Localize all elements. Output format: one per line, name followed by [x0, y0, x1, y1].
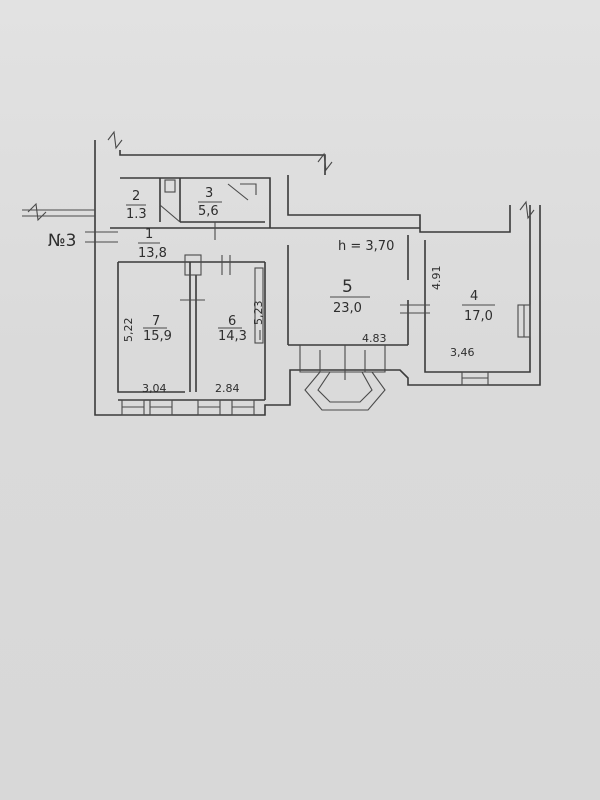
- room-7-height-dim: 5,22: [122, 318, 135, 343]
- room-3-number: 3: [205, 186, 213, 201]
- room-1-area: 13,8: [138, 246, 167, 261]
- room-5-number: 5: [342, 277, 353, 297]
- room-3-area: 5,6: [198, 204, 219, 219]
- door-marks: [159, 179, 430, 344]
- bay-window: [299, 345, 386, 411]
- outer-walls: [94, 140, 541, 416]
- room-4-height-dim: 4.91: [430, 266, 443, 291]
- room-7-area: 15,9: [143, 329, 172, 344]
- room-2-area: 1.3: [126, 207, 147, 222]
- room-6-width-dim: 2.84: [215, 382, 240, 395]
- room-labels: №3 1 13,8 2 1.3 3 5,6 4 17,0 5 23,0 6 14…: [48, 186, 495, 395]
- room-7-width-dim: 3,04: [142, 382, 167, 395]
- room-4-width-dim: 3,46: [450, 346, 475, 359]
- room-4-area: 17,0: [464, 309, 493, 324]
- room-5-width-dim: 4.83: [362, 332, 387, 345]
- room-5-area: 23,0: [333, 301, 362, 316]
- apartment-label: №3: [48, 231, 77, 251]
- ceiling-height: h = 3,70: [338, 239, 394, 254]
- room-6-height-dim: 5,23: [252, 301, 265, 326]
- room-7-number: 7: [152, 314, 160, 329]
- room-4-number: 4: [470, 289, 478, 304]
- windows: [121, 304, 531, 416]
- room-6-number: 6: [228, 314, 236, 329]
- room-1-number: 1: [145, 227, 153, 242]
- room-2-number: 2: [132, 189, 140, 204]
- break-marks: [22, 130, 535, 243]
- room-6-area: 14,3: [218, 329, 247, 344]
